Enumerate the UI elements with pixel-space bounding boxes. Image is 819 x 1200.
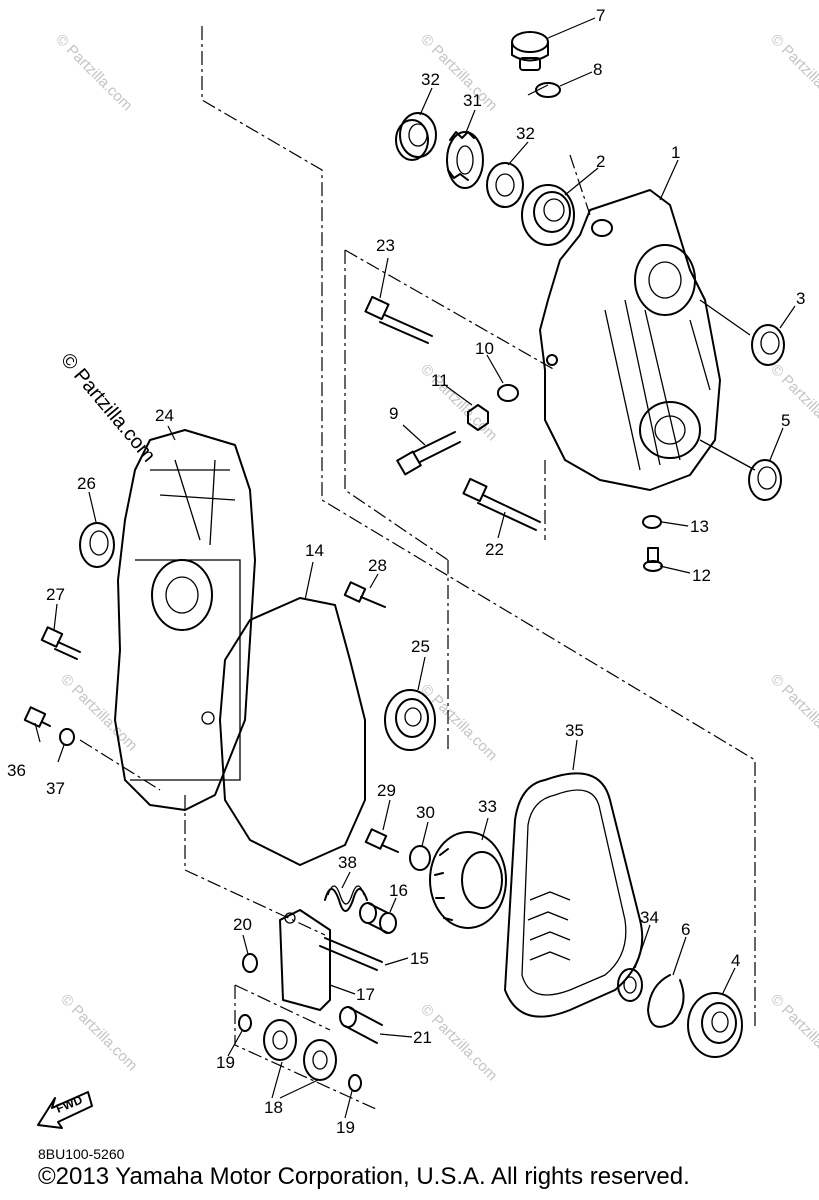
callout-label: 14: [305, 541, 324, 560]
callout-label: 4: [731, 951, 740, 970]
washer-part-13: [642, 515, 662, 529]
watermark: © Partzilla.com: [767, 31, 819, 114]
sprocket-part-31: [446, 131, 484, 189]
bolt-part-27: [40, 626, 81, 660]
callout-label: 10: [475, 339, 494, 358]
callout-label: 37: [46, 779, 65, 798]
callout-label: 23: [376, 236, 395, 255]
callout-label: 31: [463, 91, 482, 110]
callout-label: 32: [421, 70, 440, 89]
washer-part-10: [497, 384, 519, 402]
callout-label: 3: [796, 289, 805, 308]
spring-part-38: [324, 885, 368, 912]
seal-part-26: [79, 522, 115, 568]
callout-label: 12: [692, 566, 711, 585]
callout-label: 25: [411, 637, 430, 656]
collar-part-34: [617, 968, 643, 1002]
callout-label: 11: [431, 371, 449, 390]
callout-label: 8: [593, 60, 602, 79]
bearing-part-32-a: [395, 112, 437, 161]
callout-label: 18: [264, 1098, 283, 1117]
callout-label: 22: [485, 540, 504, 559]
chaincase-housing-part-1: [539, 189, 756, 491]
callout-label: 29: [377, 781, 396, 800]
bearing-part-32-b: [486, 162, 524, 208]
callout-label: 28: [368, 556, 387, 575]
callout-label: 38: [338, 853, 357, 872]
clip-part-19-a: [238, 1014, 252, 1032]
callout-label: 13: [690, 517, 709, 536]
bolt-part-9: [396, 431, 461, 476]
bearing-part-2: [521, 184, 575, 246]
callout-label: 9: [389, 404, 398, 423]
collar-part-16: [359, 902, 397, 934]
clip-part-19-b: [348, 1074, 362, 1092]
watermark: © Partzilla.com: [767, 671, 819, 754]
callout-labels: 1 2 3 4 5 6 7 8 9 10 11 12 13 14 15 16 1…: [7, 6, 805, 1137]
callout-label: 15: [410, 949, 429, 968]
callout-label: 20: [233, 915, 252, 934]
washer-part-37: [59, 728, 75, 746]
watermark-large: © Partzilla.com: [56, 349, 159, 466]
callout-label: 1: [671, 143, 680, 162]
callout-label: 19: [336, 1118, 355, 1137]
callout-label: 2: [596, 152, 605, 171]
bearing-part-4: [687, 992, 743, 1058]
callout-label: 7: [596, 6, 605, 25]
watermark: © Partzilla.com: [57, 671, 140, 754]
watermark: © Partzilla.com: [767, 361, 819, 444]
callout-label: 19: [216, 1053, 235, 1072]
watermark: © Partzilla.com: [57, 991, 140, 1074]
callout-label: 16: [389, 881, 408, 900]
washer-part-30: [409, 845, 431, 871]
screw-part-12: [643, 547, 663, 572]
callout-label: 6: [681, 920, 690, 939]
callout-label: 32: [516, 124, 535, 143]
fwd-arrow-icon: FWD: [37, 1091, 93, 1129]
callout-label: 34: [640, 908, 659, 927]
bolt-part-22: [462, 477, 541, 531]
bearing-part-25: [384, 689, 436, 751]
tensioner-arm-part-17: [279, 909, 331, 1011]
callout-label: 33: [478, 797, 497, 816]
seal-part-5: [748, 459, 782, 501]
chain-part-35: [504, 772, 644, 1018]
bolt-part-29: [364, 828, 399, 853]
gasket-part-14: [219, 597, 366, 866]
bearing-part-18-b: [303, 1039, 337, 1081]
watermark-layer: © Partzilla.com © Partzilla.com © Partzi…: [52, 31, 819, 1084]
diagram-code: 8BU100-5260: [38, 1146, 125, 1162]
clip-part-20: [242, 953, 258, 973]
callout-label: 30: [416, 803, 435, 822]
leader-lines: [34, 17, 796, 1119]
plug-part-7: [511, 31, 549, 71]
callout-label: 27: [46, 585, 65, 604]
bolt-part-23: [364, 295, 433, 344]
bolt-part-36: [23, 706, 51, 728]
callout-label: 24: [155, 406, 174, 425]
circlip-part-6: [647, 974, 685, 1028]
callout-label: 21: [413, 1028, 432, 1047]
watermark: © Partzilla.com: [767, 991, 819, 1074]
callout-label: 26: [77, 474, 96, 493]
seal-part-3: [751, 324, 785, 366]
nut-part-11: [467, 404, 489, 431]
callout-label: 36: [7, 761, 26, 780]
bolt-part-21: [339, 1006, 383, 1044]
assembly-boundaries: [79, 26, 756, 1111]
sprocket-part-33: [429, 831, 507, 929]
copyright-notice: ©2013 Yamaha Motor Corporation, U.S.A. A…: [38, 1163, 690, 1190]
bolt-part-28: [343, 581, 386, 608]
inner-chaincase-part-24: [114, 429, 256, 811]
callout-label: 5: [781, 411, 790, 430]
watermark: © Partzilla.com: [52, 31, 135, 114]
washer-part-8: [535, 82, 561, 98]
callout-label: 35: [565, 721, 584, 740]
callout-label: 17: [356, 985, 375, 1004]
bearing-part-18-a: [263, 1019, 297, 1061]
watermark: © Partzilla.com: [417, 361, 500, 444]
watermark: © Partzilla.com: [417, 681, 500, 764]
